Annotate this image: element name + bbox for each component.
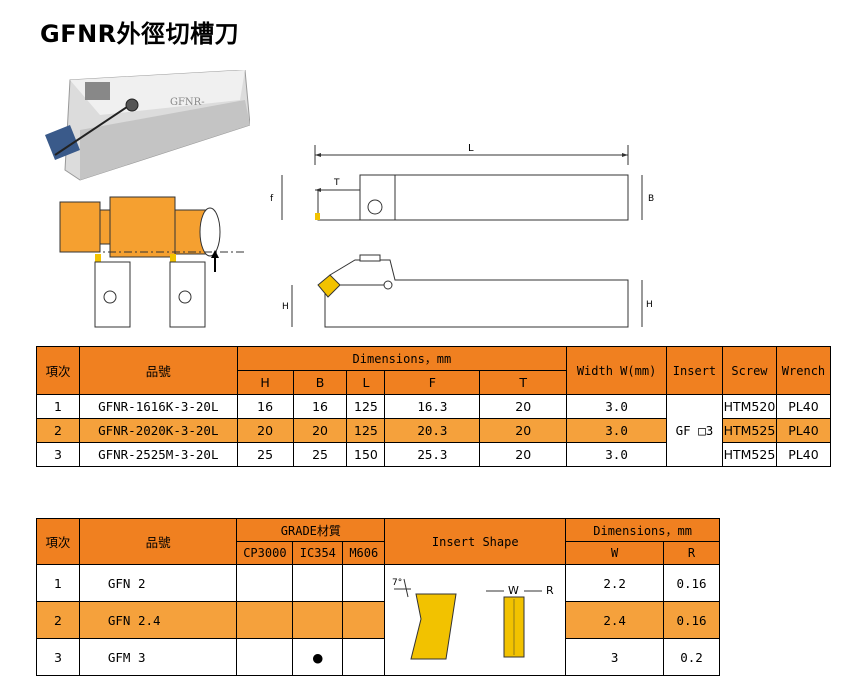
cell-F: 20.3	[384, 418, 481, 443]
usage-schematic	[59, 196, 245, 328]
cell-cp3000	[236, 601, 294, 639]
cell-wrench: PL40	[775, 418, 832, 443]
col-grade: GRADE材質	[236, 518, 386, 542]
col-cp3000: CP3000	[236, 541, 294, 565]
cell-insert: GF □3	[666, 394, 723, 467]
cell-W: 2.4	[565, 601, 664, 639]
col-H: H	[236, 370, 294, 395]
cell-F: 25.3	[384, 442, 481, 467]
cell-B: 25	[292, 442, 348, 467]
table-row: 2 GFN 2.4 2.4 0.16	[36, 601, 720, 639]
cell-H: 16	[236, 394, 294, 419]
insert-shape-drawing: 7° W R	[392, 578, 554, 659]
photo-text: GFNR-	[170, 97, 205, 108]
label-H-right: H	[646, 300, 653, 310]
cell-idx: 1	[36, 394, 80, 419]
cell-W: 3	[565, 638, 664, 676]
cell-F: 16.3	[384, 394, 481, 419]
cell-idx: 2	[36, 418, 80, 443]
cell-R: 0.2	[663, 638, 720, 676]
col-wrench: Wrench	[775, 346, 832, 395]
cell-idx: 2	[36, 601, 80, 639]
cell-wrench: PL40	[775, 394, 832, 419]
cell-W: 3.0	[566, 442, 667, 467]
table-row: 3 GFNR-2525M-3-20L 25 25 150 25.3 20 3.0…	[36, 442, 832, 467]
cell-cp3000	[236, 564, 294, 602]
cell-ic354	[292, 601, 344, 639]
col-insert-shape: Insert Shape	[384, 518, 567, 565]
table-row: 3 GFM 3 ● 3 0.2	[36, 638, 720, 676]
cell-idx: 1	[36, 564, 80, 602]
col-B: B	[292, 370, 348, 395]
cell-H: 20	[236, 418, 294, 443]
cell-W: 3.0	[566, 394, 667, 419]
col-dimensions: Dimensions，mm	[565, 518, 720, 542]
cell-part: GFNR-1616K-3-20L	[78, 394, 238, 419]
col-m606: M606	[342, 541, 386, 565]
col-ic354: IC354	[292, 541, 344, 565]
cell-W: 2.2	[565, 564, 664, 602]
cell-idx: 3	[36, 638, 80, 676]
col-part: 品號	[78, 346, 238, 395]
cell-m606	[342, 638, 386, 676]
table-row: 1 GFN 2 7° W R 2.2 0.16	[36, 564, 720, 676]
product-photo: GFNR-	[45, 70, 250, 181]
cell-R: 0.16	[663, 601, 720, 639]
holder-spec-table: 項次 品號 Dimensions，mm Width W(mm) Insert S…	[36, 346, 832, 467]
cell-B: 20	[292, 418, 348, 443]
label-T: T	[333, 178, 340, 188]
insert-spec-table: 項次 品號 GRADE材質 Insert Shape Dimensions，mm…	[36, 518, 720, 676]
cell-idx: 3	[36, 442, 80, 467]
shape-label-R: R	[546, 584, 554, 597]
technical-drawing: L T f B H H	[270, 143, 654, 328]
cell-wrench: PL40	[775, 442, 832, 467]
col-R: R	[663, 541, 720, 565]
shape-label-7: 7°	[392, 578, 402, 588]
col-screw: Screw	[721, 346, 777, 395]
cell-screw: HTM520	[721, 394, 777, 419]
shape-label-W: W	[508, 584, 519, 597]
cell-L: 150	[346, 442, 386, 467]
col-insert: Insert	[666, 346, 723, 395]
cell-B: 16	[292, 394, 348, 419]
cell-L: 125	[346, 394, 386, 419]
cell-part: GFM 3	[78, 638, 238, 676]
cell-m606	[342, 601, 386, 639]
col-index: 項次	[36, 346, 80, 395]
label-L: L	[468, 143, 474, 154]
cell-L: 125	[346, 418, 386, 443]
cell-ic354	[292, 564, 344, 602]
col-L: L	[346, 370, 386, 395]
cell-part: GFN 2.4	[78, 601, 238, 639]
cell-T: 20	[479, 394, 568, 419]
label-H-left: H	[282, 302, 289, 312]
cell-insert-shape: 7° W R	[384, 564, 567, 676]
col-width: Width W(mm)	[566, 346, 667, 395]
table-row: 2 GFNR-2020K-3-20L 20 20 125 20.3 20 3.0…	[36, 418, 832, 443]
cell-screw: HTM525	[721, 442, 777, 467]
cell-ic354: ●	[292, 638, 344, 676]
cell-m606	[342, 564, 386, 602]
cell-T: 20	[479, 442, 568, 467]
cell-part: GFNR-2525M-3-20L	[78, 442, 238, 467]
col-W: W	[565, 541, 664, 565]
label-f: f	[270, 194, 274, 204]
label-B: B	[648, 194, 654, 204]
page-title: GFNR外徑切槽刀	[40, 20, 240, 48]
col-index: 項次	[36, 518, 80, 565]
cell-cp3000	[236, 638, 294, 676]
cell-T: 20	[479, 418, 568, 443]
cell-W: 3.0	[566, 418, 667, 443]
cell-part: GFN 2	[78, 564, 238, 602]
col-F: F	[384, 370, 481, 395]
table-row: 1 GFNR-1616K-3-20L 16 16 125 16.3 20 3.0…	[36, 394, 832, 467]
cell-R: 0.16	[663, 564, 720, 602]
cell-H: 25	[236, 442, 294, 467]
cell-screw: HTM525	[721, 418, 777, 443]
cell-part: GFNR-2020K-3-20L	[78, 418, 238, 443]
col-dimensions: Dimensions，mm	[236, 346, 568, 371]
col-part: 品號	[78, 518, 238, 565]
col-T: T	[479, 370, 568, 395]
